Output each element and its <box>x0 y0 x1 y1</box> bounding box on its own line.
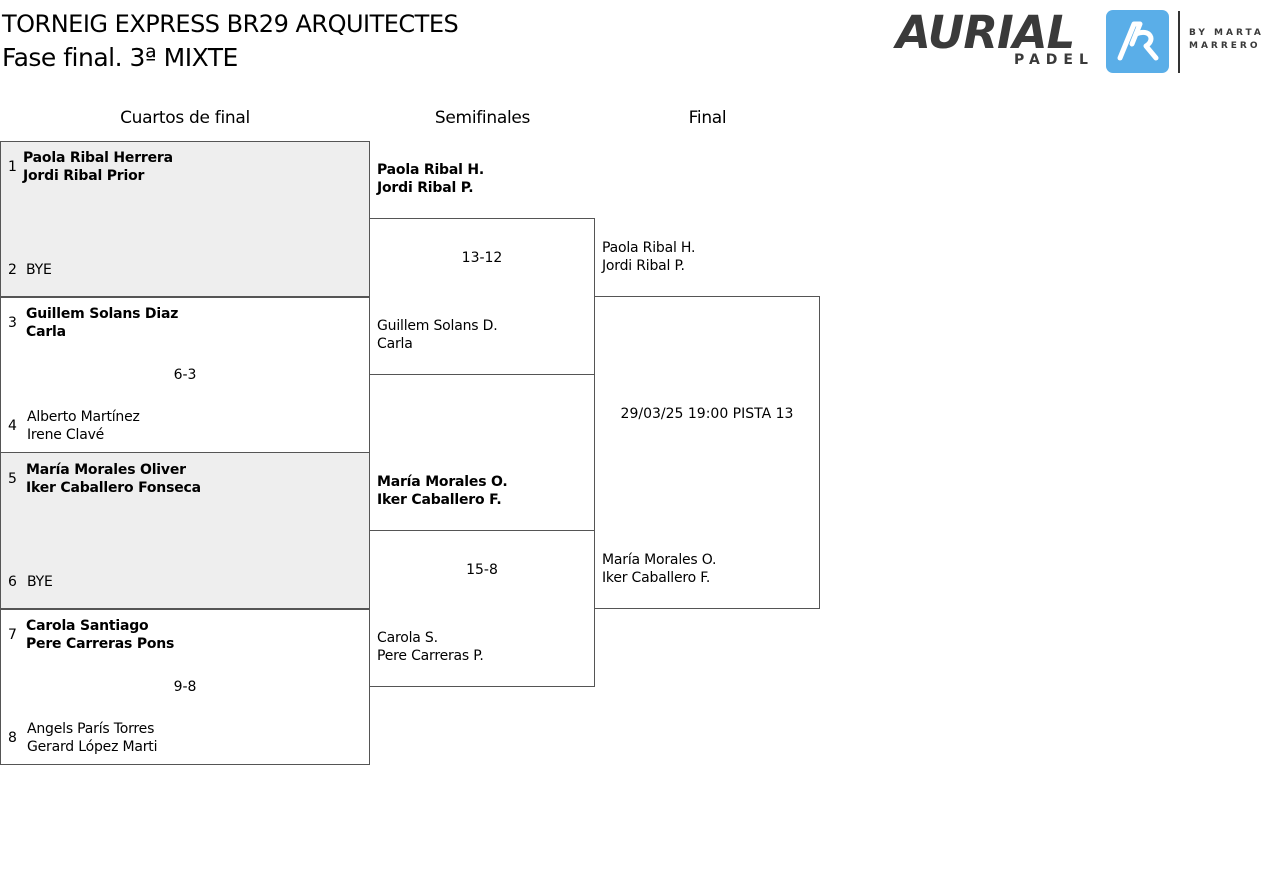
player-name: Alberto Martínez <box>27 409 140 425</box>
player-name: Pere Carreras Pons <box>26 636 175 652</box>
player-name: Gerard López Marti <box>27 739 158 755</box>
player-name: Carla <box>26 324 66 340</box>
player-name: Carola S. <box>377 630 438 646</box>
player-name: María Morales Oliver <box>26 462 186 478</box>
player-name: Jordi Ribal P. <box>602 258 685 274</box>
logo-mark-icon <box>1106 10 1169 73</box>
player-name: Iker Caballero F. <box>377 492 502 508</box>
player-name: Guillem Solans D. <box>377 318 498 334</box>
player-name: Iker Caballero Fonseca <box>26 480 201 496</box>
seed-number: 3 <box>8 315 17 331</box>
player-name: Carla <box>377 336 413 352</box>
match-score: 15-8 <box>466 562 498 578</box>
round-header-final: Final <box>688 108 727 128</box>
match-score: 6-3 <box>173 367 197 383</box>
logo-byline: BY MARTA MARRERO <box>1189 28 1264 51</box>
player-name: BYE <box>26 262 52 278</box>
player-name: Irene Clavé <box>27 427 105 443</box>
match-score: 9-8 <box>173 679 197 695</box>
seed-number: 2 <box>8 262 17 278</box>
seed-number: 6 <box>8 574 17 590</box>
player-name: Paola Ribal Herrera <box>23 150 173 166</box>
player-name: Pere Carreras P. <box>377 648 484 664</box>
final-match <box>594 296 820 609</box>
seed-number: 1 <box>8 159 17 175</box>
brand-logo: AURIAL PADEL BY MARTA MARRERO <box>896 8 1272 78</box>
player-name: Jordi Ribal P. <box>377 180 474 196</box>
logo-subword: PADEL <box>1014 52 1094 68</box>
seed-number: 7 <box>8 627 17 643</box>
player-name: Guillem Solans Diaz <box>26 306 179 322</box>
page-title: TORNEIG EXPRESS BR29 ARQUITECTES <box>2 10 459 38</box>
player-name: Carola Santiago <box>26 618 149 634</box>
seed-number: 5 <box>8 471 17 487</box>
player-name: María Morales O. <box>377 474 508 490</box>
match-schedule: 29/03/25 19:00 PISTA 13 <box>620 406 794 422</box>
player-name: Jordi Ribal Prior <box>23 168 145 184</box>
quarterfinal-match-3 <box>0 452 370 610</box>
page-subtitle: Fase final. 3ª MIXTE <box>2 43 238 72</box>
player-name: Iker Caballero F. <box>602 570 711 586</box>
round-header-quarters: Cuartos de final <box>120 108 250 128</box>
logo-wordmark: AURIAL <box>896 6 1075 59</box>
player-name: BYE <box>27 574 53 590</box>
player-name: Paola Ribal H. <box>377 162 485 178</box>
seed-number: 4 <box>8 418 17 434</box>
match-score: 13-12 <box>461 250 503 266</box>
quarterfinal-match-1 <box>0 141 370 298</box>
logo-divider <box>1178 11 1180 73</box>
player-name: Angels París Torres <box>27 721 155 737</box>
player-name: Paola Ribal H. <box>602 240 696 256</box>
round-header-semis: Semifinales <box>434 108 531 128</box>
player-name: María Morales O. <box>602 552 717 568</box>
seed-number: 8 <box>8 730 17 746</box>
